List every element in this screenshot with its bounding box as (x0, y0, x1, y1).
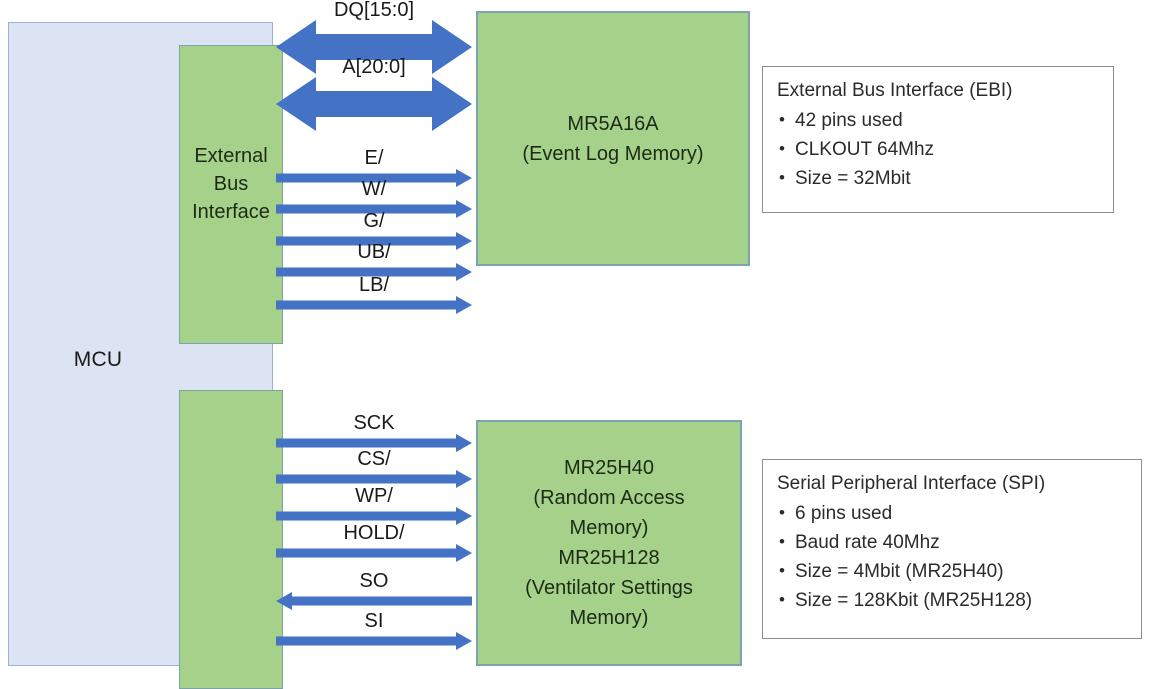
signal-hold-arrow-label: HOLD/ (343, 522, 405, 544)
memory-label-line: MR25H40 (563, 457, 655, 479)
signal-sck-arrow-label: SCK (353, 412, 395, 434)
note-bullet: Size = 32Mbit (777, 163, 1099, 193)
signal-hold-arrow (276, 542, 472, 564)
ebi-note-bullets: 42 pins usedCLKOUT 64MhzSize = 32Mbit (777, 105, 1099, 193)
signal-w-arrow (276, 198, 472, 220)
signal-so-arrow-label: SO (359, 570, 389, 592)
memory-label-line: MR25H128 (558, 547, 660, 569)
memory-box-event-log: MR5A16A (Event Log Memory) (476, 11, 750, 266)
note-bullet: 42 pins used (777, 105, 1099, 135)
signal-ub-arrow (276, 261, 472, 283)
note-bullet: 6 pins used (777, 498, 1127, 528)
signal-a200-arrow (276, 77, 472, 131)
signal-dq150-arrow-label: DQ[15:0] (333, 0, 415, 21)
ebi-note-title: External Bus Interface (EBI) (777, 80, 1013, 101)
memory-box-event-log-label: MR5A16A (Event Log Memory) (522, 109, 703, 169)
signal-wp-arrow-label: WP/ (355, 485, 393, 507)
interface-label-line: Interface (192, 201, 270, 223)
interface-label-line: External (194, 145, 268, 167)
memory-label-line: Memory) (569, 517, 649, 539)
signal-g-arrow-label: G/ (363, 210, 385, 232)
interface-label-line: Bus (213, 173, 249, 195)
ebi-note-box: External Bus Interface (EBI) 42 pins use… (762, 66, 1114, 213)
signal-e-arrow (276, 167, 472, 189)
memory-label-line: (Random Access (533, 487, 685, 509)
mcu-label: MCU (73, 348, 123, 371)
signal-w-arrow-label: W/ (361, 178, 387, 200)
signal-lb-arrow (276, 294, 472, 316)
spi-note-bullets: 6 pins usedBaud rate 40MhzSize = 4Mbit (… (777, 498, 1127, 615)
signal-cs-arrow (276, 468, 472, 490)
signal-ub-arrow-label: UB/ (357, 241, 391, 263)
spi-note-title: Serial Peripheral Interface (SPI) (777, 473, 1046, 494)
memory-label-line: (Ventilator Settings (525, 577, 693, 599)
spi-note-box: Serial Peripheral Interface (SPI) 6 pins… (762, 459, 1142, 639)
signal-si-arrow (276, 630, 472, 652)
note-bullet: Baud rate 40Mhz (777, 527, 1127, 557)
signal-e-arrow-label: E/ (364, 147, 384, 169)
signal-lb-arrow-label: LB/ (358, 274, 390, 296)
memory-label-line: (Event Log Memory) (522, 142, 704, 165)
signal-cs-arrow-label: CS/ (357, 448, 391, 470)
signal-sck-arrow (276, 432, 472, 454)
signal-a200-arrow-label: A[20:0] (342, 56, 406, 78)
memory-label-line: Memory) (569, 607, 649, 629)
signal-si-arrow-label: SI (364, 610, 384, 632)
memory-label-line: MR5A16A (567, 112, 659, 135)
note-bullet: Size = 4Mbit (MR25H40) (777, 556, 1127, 586)
signal-g-arrow (276, 230, 472, 252)
signal-wp-arrow (276, 505, 472, 527)
signal-dq150-arrow (276, 20, 472, 74)
signal-so-arrow (276, 590, 472, 612)
serial-peripheral-interface-block (179, 390, 283, 689)
note-bullet: CLKOUT 64Mhz (777, 134, 1099, 164)
note-bullet: Size = 128Kbit (MR25H128) (777, 585, 1127, 615)
